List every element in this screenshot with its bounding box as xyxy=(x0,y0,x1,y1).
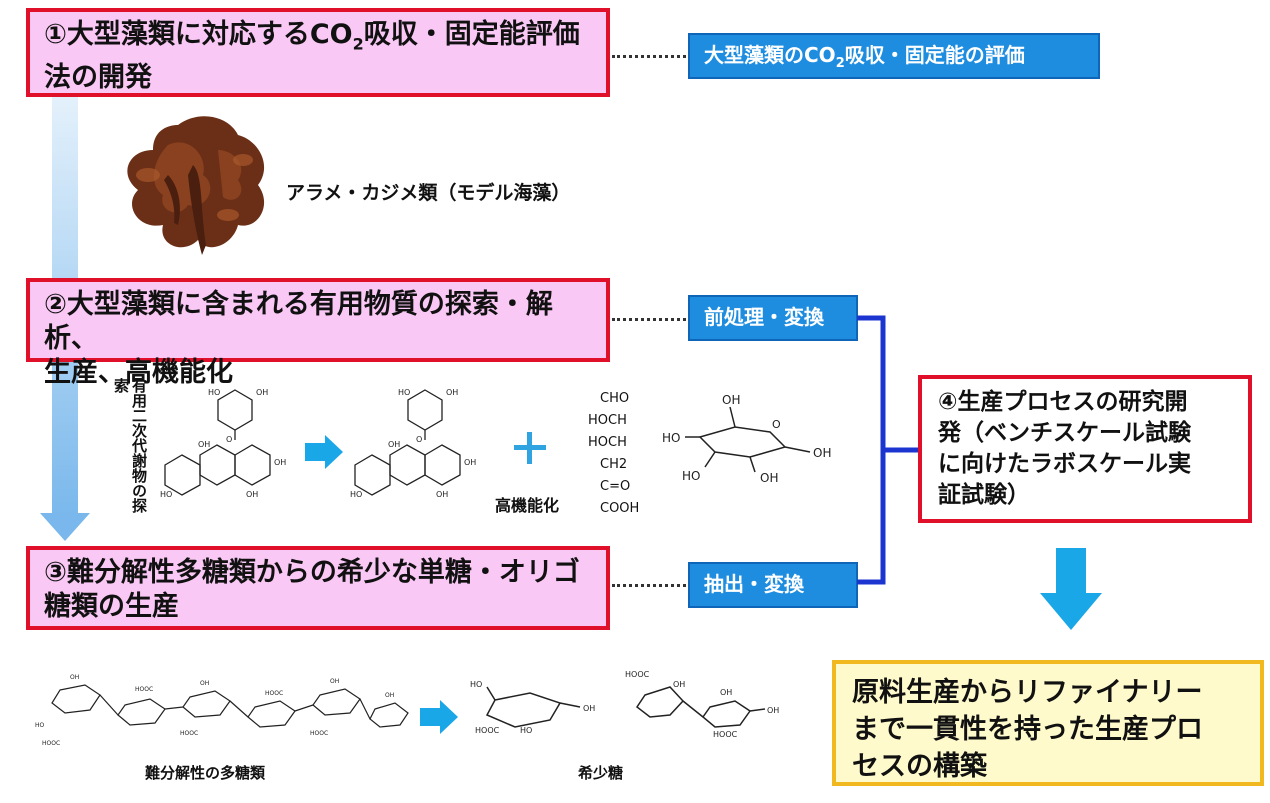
svg-text:OH: OH xyxy=(256,388,268,397)
goal-line3: セスの構築 xyxy=(852,751,987,782)
svg-text:OH: OH xyxy=(673,680,685,689)
svg-text:OH: OH xyxy=(446,388,458,397)
svg-text:HOOC: HOOC xyxy=(180,730,198,737)
step4-line2: 発（ベンチスケール試験 xyxy=(938,420,1191,446)
plus-icon xyxy=(514,432,546,464)
step1-text-a: ①大型藻類に対応するCO xyxy=(44,19,353,50)
chain-structure: CHO HOCH HOCH CH2 C=O COOH xyxy=(588,388,639,520)
goal-line2: まで一貫性を持った生産プロ xyxy=(852,714,1203,745)
bracket-connector xyxy=(857,315,919,585)
svg-text:HO: HO xyxy=(662,431,680,445)
vertical-label: 有用二次代謝物の探索 xyxy=(112,378,148,513)
molecule-label: 高機能化 xyxy=(495,496,560,515)
step4-box: ④生産プロセスの研究開 発（ベンチスケール試験 に向けたラボスケール実 証試験） xyxy=(918,375,1252,523)
goal-line1: 原料生産からリファイナリー xyxy=(852,677,1203,708)
step1-tag: 大型藻類のCO2吸収・固定能の評価 xyxy=(688,33,1100,79)
seaweed-image xyxy=(127,116,265,255)
step1-box: ①大型藻類に対応するCO2吸収・固定能評価 法の開発 xyxy=(26,8,610,97)
svg-text:O: O xyxy=(772,418,781,431)
svg-text:OH: OH xyxy=(436,490,448,499)
step3-box: ③難分解性多糖類からの希少な単糖・オリゴ 糖類の生産 xyxy=(26,546,610,630)
poly-caption: 難分解性の多糖類 xyxy=(145,764,266,782)
step4-line1: ④生産プロセスの研究開 xyxy=(938,389,1188,415)
svg-text:OH: OH xyxy=(760,471,778,485)
step1-text-b: 吸収・固定能評価 xyxy=(363,19,580,50)
svg-text:HOOC: HOOC xyxy=(625,670,650,679)
step4-line3: に向けたラボスケール実 xyxy=(938,451,1191,477)
glucose-structure: OH HO HO OH OH O xyxy=(662,393,831,485)
svg-text:HOOC: HOOC xyxy=(713,730,738,739)
svg-text:HO: HO xyxy=(208,388,220,397)
chain-cho: CHO xyxy=(600,391,630,406)
step4-line4: 証試験） xyxy=(938,482,1030,508)
svg-text:HOOC: HOOC xyxy=(265,690,283,697)
polysaccharide-structure: OH HOOC OH HOOC OH OH HO HOOC HOOC HOOC xyxy=(35,674,409,747)
svg-text:OH: OH xyxy=(583,704,595,713)
convert-arrow xyxy=(305,435,343,469)
rare-sugar-structure: HO OH HOOC HO HOOC OH OH HOOC OH xyxy=(470,670,779,739)
step1-tag-b: 吸収・固定能の評価 xyxy=(844,43,1025,67)
svg-text:HO: HO xyxy=(350,490,362,499)
svg-text:O: O xyxy=(226,435,232,444)
chain-hoch-2: HOCH xyxy=(588,435,627,450)
modified-structure: O HO OH OH OH OH HO xyxy=(350,388,476,499)
svg-text:OH: OH xyxy=(464,458,476,467)
svg-text:OH: OH xyxy=(198,440,210,449)
rare-caption: 希少糖 xyxy=(578,764,624,782)
svg-text:HO: HO xyxy=(398,388,410,397)
chain-ch2: CH2 xyxy=(600,457,628,472)
svg-text:HO: HO xyxy=(470,680,482,689)
connector-1 xyxy=(612,55,686,58)
svg-text:OH: OH xyxy=(330,678,339,685)
svg-text:HOOC: HOOC xyxy=(135,686,153,693)
chain-co: C=O xyxy=(600,479,631,494)
svg-text:HO: HO xyxy=(682,469,700,483)
step2-text-line2: 生産、高機能化 xyxy=(44,357,233,388)
step3-tag: 抽出・変換 xyxy=(688,562,858,608)
step3-text-line1: ③難分解性多糖類からの希少な単糖・オリゴ xyxy=(44,557,580,588)
step3-text-line2: 糖類の生産 xyxy=(44,591,179,622)
goal-box: 原料生産からリファイナリー まで一貫性を持った生産プロ セスの構築 xyxy=(832,660,1264,786)
svg-text:HO: HO xyxy=(160,490,172,499)
connector-2 xyxy=(612,318,686,321)
svg-text:OH: OH xyxy=(388,440,400,449)
svg-text:OH: OH xyxy=(813,446,831,460)
step1-tag-sub: 2 xyxy=(835,56,845,71)
svg-text:OH: OH xyxy=(70,674,79,681)
step2-tag: 前処理・変換 xyxy=(688,295,858,341)
svg-text:HO: HO xyxy=(35,722,45,729)
svg-text:OH: OH xyxy=(722,393,740,407)
chain-hoch-1: HOCH xyxy=(588,413,627,428)
phlorotannin-structure: O HO OH OH OH OH HO xyxy=(160,388,286,499)
result-down-arrow xyxy=(1040,548,1102,630)
svg-text:OH: OH xyxy=(246,490,258,499)
svg-text:HOOC: HOOC xyxy=(475,726,500,735)
svg-text:OH: OH xyxy=(385,692,394,699)
svg-text:HOOC: HOOC xyxy=(310,730,328,737)
connector-3 xyxy=(612,584,686,587)
step2-text-line1: ②大型藻類に含まれる有用物質の探索・解析、 xyxy=(44,289,553,354)
svg-text:OH: OH xyxy=(200,680,209,687)
step1-sub: 2 xyxy=(352,34,364,54)
svg-text:O: O xyxy=(416,435,422,444)
svg-text:HO: HO xyxy=(520,726,532,735)
seaweed-caption: アラメ・カジメ類（モデル海藻） xyxy=(286,182,571,204)
chain-cooh: COOH xyxy=(600,501,640,516)
svg-text:HOOC: HOOC xyxy=(42,740,60,747)
step1-text-line2: 法の開発 xyxy=(44,62,152,94)
hydrolysis-arrow xyxy=(420,700,458,734)
svg-text:OH: OH xyxy=(720,688,732,697)
svg-text:OH: OH xyxy=(274,458,286,467)
svg-text:OH: OH xyxy=(767,706,779,715)
step1-tag-a: 大型藻類のCO xyxy=(704,43,836,67)
step2-box: ②大型藻類に含まれる有用物質の探索・解析、 生産、高機能化 xyxy=(26,278,610,388)
